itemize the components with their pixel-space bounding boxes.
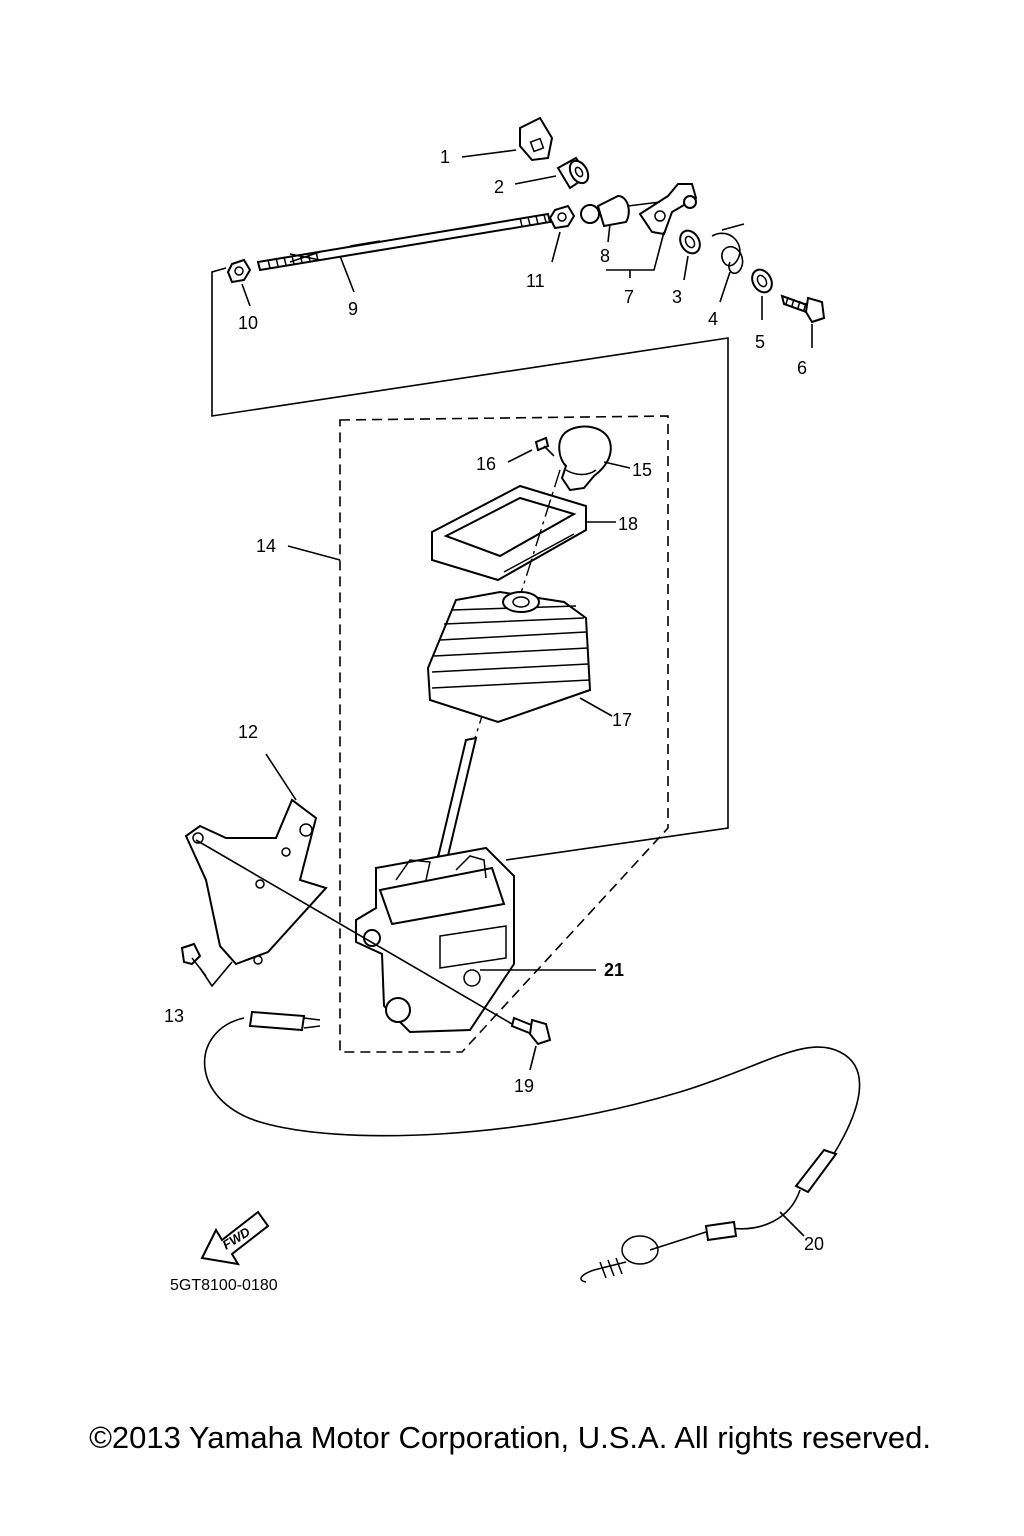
leader-7-bracket	[606, 231, 665, 278]
leader-13	[199, 961, 233, 988]
part-20-cable	[203, 1010, 861, 1283]
copyright-notice: ©2013 Yamaha Motor Corporation, U.S.A. A…	[89, 1420, 931, 1455]
callout-9: 9	[348, 299, 358, 319]
callout-20: 20	[804, 1234, 824, 1254]
part-9-rod	[256, 212, 552, 272]
callout-17: 17	[612, 710, 632, 730]
leader-2	[514, 175, 557, 185]
part-10-nut	[226, 258, 252, 284]
leader-9	[339, 255, 355, 293]
leader-16	[507, 449, 533, 463]
assembly-14-box	[339, 415, 669, 1053]
part-7-lever	[627, 183, 698, 236]
leader-11	[551, 231, 561, 263]
part-18-frame	[431, 484, 587, 582]
leader-20	[779, 1211, 805, 1237]
part-6-bolt	[780, 294, 826, 324]
leader-19	[529, 1045, 537, 1071]
part-2-bushing	[556, 156, 590, 190]
part-19-bolt	[510, 1016, 552, 1046]
callout-16: 16	[476, 454, 496, 474]
leader-14	[287, 545, 341, 561]
callout-14: 14	[256, 536, 276, 556]
assembly-outline	[211, 267, 729, 861]
pivot-axis	[195, 839, 513, 1025]
callout-15: 15	[632, 460, 652, 480]
callout-10: 10	[238, 313, 258, 333]
leader-3	[683, 255, 689, 281]
part-17-boot	[426, 590, 592, 724]
leader-4	[719, 271, 731, 303]
part-1-clip	[519, 116, 554, 162]
callout-21: 21	[604, 960, 624, 980]
callout-12: 12	[238, 722, 258, 742]
callout-5: 5	[755, 332, 765, 352]
part-12-bracket	[184, 798, 328, 966]
callout-3: 3	[672, 287, 682, 307]
leader-1	[461, 149, 517, 158]
part-11-nut	[548, 204, 576, 230]
callout-6: 6	[797, 358, 807, 378]
callout-18: 18	[618, 514, 638, 534]
callout-13: 13	[164, 1006, 184, 1026]
callout-8: 8	[600, 246, 610, 266]
leader-8	[607, 223, 611, 243]
leader-15	[603, 461, 631, 469]
callout-1: 1	[440, 147, 450, 167]
part-15-knob	[558, 425, 612, 492]
callout-2: 2	[494, 177, 504, 197]
part-16-screw	[534, 436, 555, 457]
leader-12	[265, 753, 297, 801]
diagram-code: 5GT8100-0180	[170, 1277, 278, 1294]
callout-7: 7	[624, 287, 634, 307]
leader-17	[579, 697, 613, 717]
fwd-arrow-icon: FWD	[200, 1210, 270, 1266]
callout-11: 11	[526, 271, 545, 291]
part-5-washer	[751, 268, 773, 294]
shift-stalk	[434, 736, 478, 868]
leader-10	[241, 283, 251, 307]
part-8-ball-joint	[580, 194, 630, 228]
callout-19: 19	[514, 1076, 534, 1096]
part-4-spring	[711, 223, 745, 275]
shifter-base	[355, 846, 515, 1034]
callout-4: 4	[708, 309, 718, 329]
part-3-washer	[679, 229, 701, 255]
